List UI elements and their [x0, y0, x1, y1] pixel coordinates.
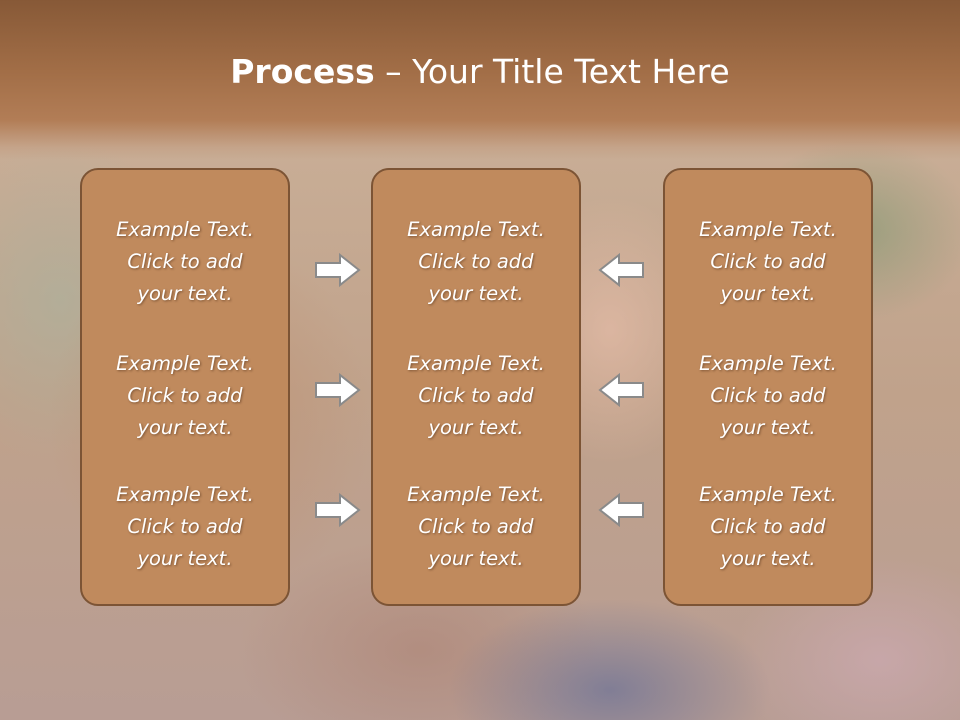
text-line: your text. — [720, 282, 816, 305]
text-line: Example Text. — [699, 483, 837, 506]
title-bold: Process — [230, 52, 375, 91]
text-line: your text. — [428, 416, 524, 439]
text-block[interactable]: Example Text. Click to add your text. — [665, 348, 871, 444]
text-line: Example Text. — [699, 218, 837, 241]
text-line: your text. — [720, 416, 816, 439]
text-line: Example Text. — [116, 218, 254, 241]
text-block[interactable]: Example Text. Click to add your text. — [665, 479, 871, 575]
left-arrow-icon — [596, 370, 646, 410]
text-block[interactable]: Example Text. Click to add your text. — [82, 479, 288, 575]
text-line: Click to add — [710, 250, 826, 273]
text-block[interactable]: Example Text. Click to add your text. — [373, 214, 579, 310]
text-block[interactable]: Example Text. Click to add your text. — [82, 348, 288, 444]
text-line: Example Text. — [699, 352, 837, 375]
text-line: Click to add — [418, 384, 534, 407]
text-block[interactable]: Example Text. Click to add your text. — [82, 214, 288, 310]
process-box-middle[interactable]: Example Text. Click to add your text. Ex… — [371, 168, 581, 606]
text-line: your text. — [137, 547, 233, 570]
process-box-left[interactable]: Example Text. Click to add your text. Ex… — [80, 168, 290, 606]
text-line: Click to add — [418, 515, 534, 538]
text-line: Click to add — [710, 515, 826, 538]
title-rest: Your Title Text Here — [412, 52, 730, 91]
text-line: Example Text. — [407, 218, 545, 241]
text-block[interactable]: Example Text. Click to add your text. — [373, 348, 579, 444]
text-line: Example Text. — [116, 483, 254, 506]
text-block[interactable]: Example Text. Click to add your text. — [373, 479, 579, 575]
text-line: Example Text. — [116, 352, 254, 375]
text-line: your text. — [720, 547, 816, 570]
text-line: your text. — [428, 282, 524, 305]
title-band — [0, 0, 960, 160]
text-line: Click to add — [127, 515, 243, 538]
text-line: Example Text. — [407, 352, 545, 375]
text-line: Click to add — [127, 250, 243, 273]
left-arrow-icon — [596, 250, 646, 290]
text-line: Click to add — [127, 384, 243, 407]
text-block[interactable]: Example Text. Click to add your text. — [665, 214, 871, 310]
text-line: Example Text. — [407, 483, 545, 506]
process-box-right[interactable]: Example Text. Click to add your text. Ex… — [663, 168, 873, 606]
right-arrow-icon — [313, 370, 363, 410]
title-dash: – — [374, 52, 413, 91]
text-line: Click to add — [710, 384, 826, 407]
right-arrow-icon — [313, 490, 363, 530]
right-arrow-icon — [313, 250, 363, 290]
left-arrow-icon — [596, 490, 646, 530]
slide-title[interactable]: Process – Your Title Text Here — [0, 52, 960, 91]
text-line: your text. — [428, 547, 524, 570]
text-line: your text. — [137, 416, 233, 439]
text-line: Click to add — [418, 250, 534, 273]
text-line: your text. — [137, 282, 233, 305]
